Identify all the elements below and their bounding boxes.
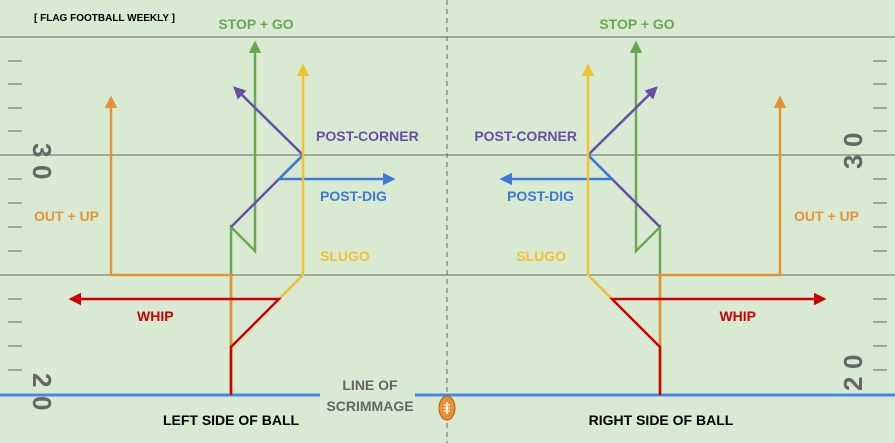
- yard-number-left-30-a: 3: [27, 143, 57, 157]
- label-right-slugo: SLUGO: [516, 248, 566, 264]
- label-left-stop-go: STOP + GO: [218, 16, 293, 32]
- right-side-label: RIGHT SIDE OF BALL: [589, 412, 734, 428]
- label-left-slugo: SLUGO: [320, 248, 370, 264]
- route-right-whip: [608, 292, 827, 395]
- left-side-label: LEFT SIDE OF BALL: [163, 412, 300, 428]
- hash-marks: [8, 60, 887, 371]
- label-right-post-dig: POST-DIG: [507, 188, 574, 204]
- yard-number-left-20-b: 0: [27, 396, 57, 410]
- label-right-post-corner: POST-CORNER: [474, 128, 577, 144]
- yard-number-right-30-a: 3: [838, 155, 868, 169]
- route-left-slugo: [278, 63, 310, 300]
- route-right-slugo: [581, 63, 613, 300]
- scrimmage-label-line1: LINE OF: [342, 377, 398, 393]
- yard-number-left-30-b: 0: [27, 165, 57, 179]
- brand-label: [ FLAG FOOTBALL WEEKLY ]: [34, 13, 175, 24]
- label-left-post-dig: POST-DIG: [320, 188, 387, 204]
- label-left-post-corner: POST-CORNER: [316, 128, 419, 144]
- yard-number-left-20-a: 2: [27, 373, 57, 387]
- route-right-post-dig: [499, 154, 616, 186]
- routes-left: [68, 40, 396, 395]
- label-right-out-up: OUT + UP: [794, 208, 859, 224]
- yard-number-right-20-a: 2: [838, 377, 868, 391]
- yard-number-right-20-b: 0: [838, 355, 868, 369]
- yard-number-right-30-b: 0: [838, 133, 868, 147]
- yard-numbers: 3 0 2 0 3 0 2 0: [27, 133, 868, 411]
- scrimmage-label-bg: [320, 376, 415, 416]
- scrimmage-label-line2: SCRIMMAGE: [326, 398, 413, 414]
- label-left-out-up: OUT + UP: [34, 208, 99, 224]
- route-left-whip: [68, 292, 283, 395]
- label-left-whip: WHIP: [137, 308, 174, 324]
- football-icon: [438, 395, 456, 421]
- route-left-post-dig: [275, 154, 396, 186]
- label-right-whip: WHIP: [719, 308, 756, 324]
- routes-right: [499, 40, 827, 395]
- route-right-out-up: [658, 95, 787, 395]
- label-right-stop-go: STOP + GO: [599, 16, 674, 32]
- route-left-out-up: [104, 95, 233, 395]
